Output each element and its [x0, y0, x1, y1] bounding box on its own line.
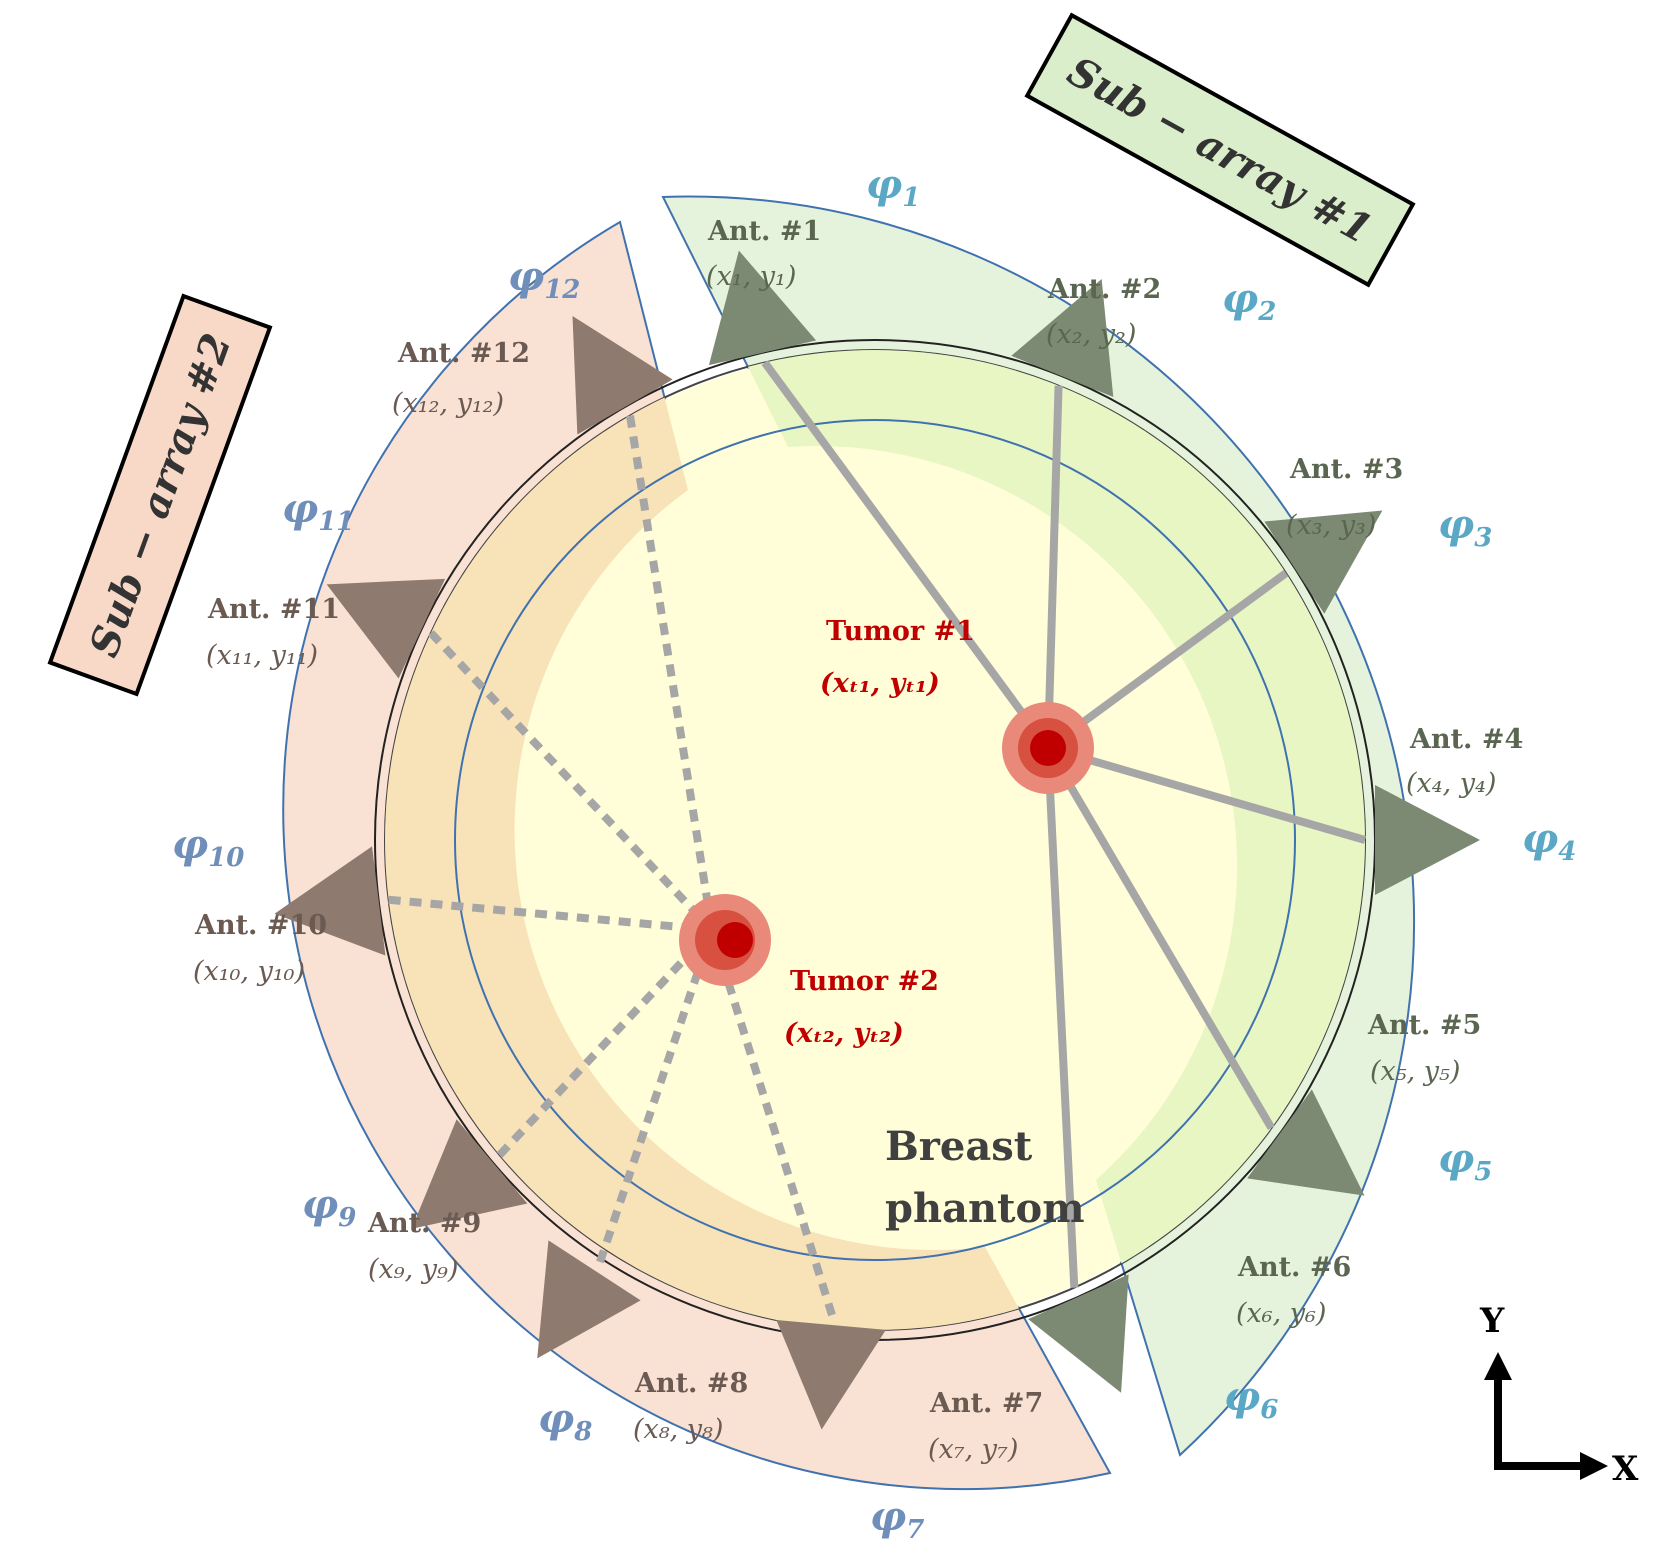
- ant-7-coord: (x₇, y₇): [928, 1434, 1018, 1465]
- tumor-1-coord: (xₜ₁, yₜ₁): [820, 668, 940, 699]
- ant-4-label: Ant. #4: [1409, 724, 1523, 755]
- ray-6: [1044, 747, 1079, 1288]
- antenna-array: [274, 250, 1480, 1430]
- ant-2-coord: (x₂, y₂): [1046, 319, 1136, 350]
- tumor-2-coord: (xₜ₂, yₜ₂): [784, 1018, 904, 1049]
- ray-8: [596, 928, 716, 1264]
- phi-6-label: φ6: [1224, 1373, 1278, 1425]
- ant-6-label: Ant. #6: [1237, 1252, 1351, 1283]
- antenna-7: [776, 1320, 886, 1430]
- ant-9-label: Ant. #9: [367, 1208, 481, 1239]
- ant-2-label: Ant. #2: [1047, 274, 1161, 305]
- ant-12-label: Ant. #12: [397, 338, 530, 369]
- ant-11-label: Ant. #11: [207, 594, 340, 625]
- phantom-label-line1: Breast: [885, 1123, 1033, 1170]
- antenna-3: [1264, 510, 1383, 614]
- phi-2-label: φ2: [1222, 275, 1276, 327]
- subarray-1-label: Sub − array #1: [1060, 48, 1380, 254]
- subarray-1-band: [663, 350, 1365, 1330]
- ant-4-coord: (x₄, y₄): [1406, 768, 1496, 799]
- tumor-2-marker: [679, 894, 771, 986]
- ray-4: [1046, 744, 1367, 844]
- antenna-labels: Ant. #1 (x₁, y₁) Ant. #2 (x₂, y₂) Ant. #…: [193, 216, 1523, 1465]
- antenna-1: [708, 250, 817, 366]
- ray-7: [708, 928, 836, 1317]
- phi-8-label: φ8: [538, 1395, 592, 1447]
- tumor-2-label: Tumor #2: [790, 966, 939, 997]
- ray-2: [1044, 385, 1063, 749]
- phi-12-label: φ12: [508, 253, 580, 305]
- ant-9-coord: (x₉, y₉): [368, 1254, 458, 1285]
- ant-3-coord: (x₃, y₃): [1286, 510, 1376, 541]
- inner-boundary: [454, 419, 1296, 1261]
- tumor-1-marker: [1002, 702, 1094, 794]
- ant-1-coord: (x₁, y₁): [706, 261, 796, 292]
- ray-5: [1044, 745, 1275, 1131]
- phi-4-label: φ4: [1522, 815, 1576, 867]
- antenna-11: [326, 578, 446, 679]
- subarray-2-label-box: Sub − array #2: [47, 293, 273, 697]
- antenna-6: [1028, 1274, 1129, 1393]
- antenna-9: [411, 1119, 528, 1229]
- ant-8-label: Ant. #8: [634, 1368, 748, 1399]
- ray-1: [761, 360, 1052, 751]
- ant-10-coord: (x₁₀, y₁₀): [193, 956, 305, 987]
- ant-5-label: Ant. #5: [1367, 1010, 1481, 1041]
- antenna-2: [1011, 279, 1114, 398]
- phi-11-label: φ11: [282, 485, 354, 537]
- breast-phantom: [387, 352, 1363, 1328]
- ray-12: [626, 415, 716, 931]
- ray-3: [1045, 569, 1289, 752]
- ant-7-label: Ant. #7: [929, 1388, 1043, 1419]
- axis-y-label: Y: [1479, 1301, 1505, 1341]
- antenna-12: [572, 316, 673, 435]
- axis-x-label: X: [1612, 1449, 1639, 1489]
- phi-9-label: φ9: [302, 1181, 356, 1233]
- ray-11: [428, 630, 715, 933]
- ant-1-label: Ant. #1: [707, 216, 821, 247]
- ant-12-coord: (x₁₂, y₁₂): [392, 388, 504, 419]
- ray-9: [496, 927, 715, 1158]
- phi-5-label: φ5: [1438, 1135, 1492, 1187]
- ant-5-coord: (x₅, y₅): [1370, 1056, 1460, 1087]
- ant-8-coord: (x₈, y₈): [633, 1414, 723, 1445]
- phi-7-label: φ7: [870, 1493, 924, 1545]
- ant-3-label: Ant. #3: [1289, 454, 1403, 485]
- tumor-1-label: Tumor #1: [826, 616, 975, 647]
- phi-3-label: φ3: [1438, 501, 1492, 553]
- phi-1-label: φ1: [866, 161, 920, 213]
- ant-10-label: Ant. #10: [194, 910, 327, 941]
- ant-11-coord: (x₁₁, y₁₁): [206, 640, 318, 671]
- antenna-5: [1247, 1089, 1365, 1196]
- antenna-10: [274, 846, 386, 956]
- ant-6-coord: (x₆, y₆): [1236, 1298, 1326, 1329]
- phantom-label-line2: phantom: [885, 1185, 1085, 1232]
- axis-indicator: Y X: [1479, 1301, 1639, 1489]
- antenna-8: [537, 1240, 641, 1359]
- phi-10-label: φ10: [172, 821, 244, 873]
- antenna-4: [1375, 785, 1480, 895]
- phi-labels: φ1 φ2 φ3 φ4 φ5 φ6 φ7 φ8 φ9 φ10 φ11 φ12: [172, 161, 1576, 1545]
- subarray-1-label-box: Sub − array #1: [1024, 12, 1416, 288]
